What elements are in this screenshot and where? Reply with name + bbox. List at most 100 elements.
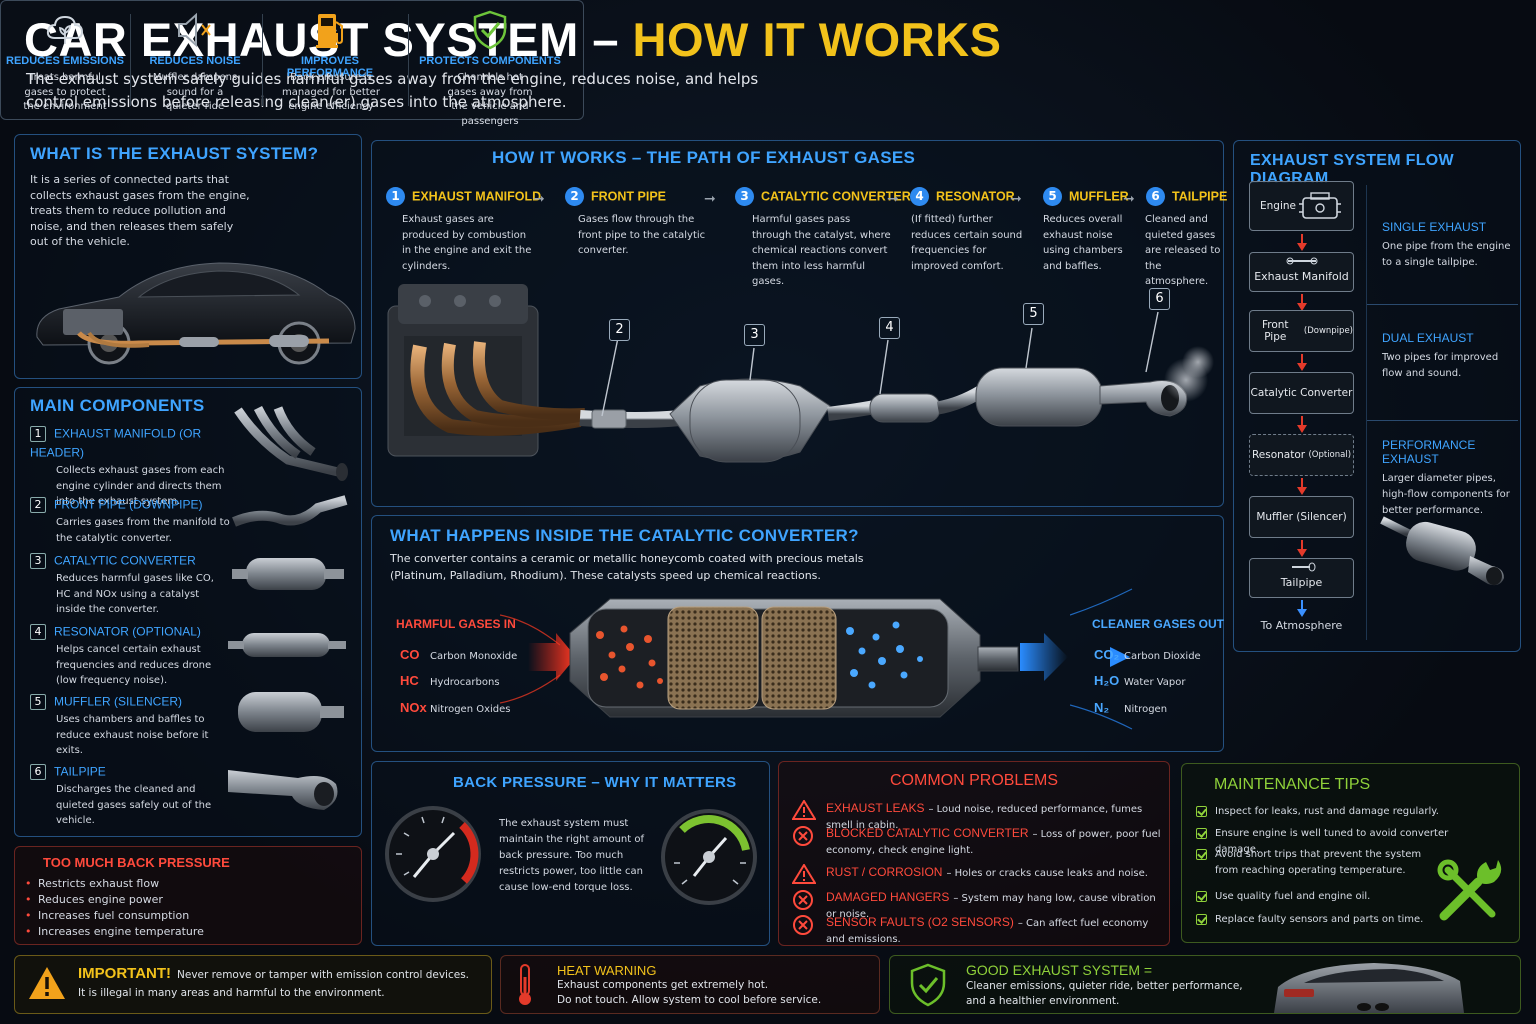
clean-flow-arrow [1020, 633, 1068, 681]
back-pressure-title: BACK PRESSURE – WHY IT MATTERS [453, 774, 737, 791]
problem-item: RUST / CORROSION– Holes or cracks cause … [792, 864, 1162, 884]
component-number: 6 [30, 763, 46, 780]
benefit-desc: Treats harmful gases to protect the envi… [23, 72, 107, 112]
flow-arrow-down-icon [1297, 600, 1307, 617]
benefit-title: PROTECTS COMPONENTS [419, 55, 561, 67]
maintenance-item: Ensure engine is well tuned to avoid con… [1196, 826, 1466, 858]
arrow-right-icon: ➞ [887, 191, 899, 207]
benefit-title: REDUCES NOISE [149, 55, 241, 67]
gas-name: Hydrocarbons [430, 677, 500, 688]
problem-item: BLOCKED CATALYTIC CONVERTER– Loss of pow… [792, 825, 1162, 859]
exhaust-path-illustration [387, 284, 1214, 463]
flow-tailpipe-label: Tailpipe [1280, 576, 1323, 589]
performance-muffler-illustration [1380, 516, 1504, 586]
flow-tailpipe: Tailpipe [1249, 558, 1354, 598]
muffler-thumbnail [238, 692, 344, 732]
good-text-1: Cleaner emissions, quieter ride, better … [966, 980, 1243, 992]
component-name: CATALYTIC CONVERTER [54, 553, 196, 568]
resonator-thumbnail [228, 633, 346, 657]
benefit-title: REDUCES EMISSIONS [6, 55, 124, 67]
component-name: RESONATOR (OPTIONAL) [54, 624, 201, 639]
maintenance-item: Inspect for leaks, rust and damage regul… [1196, 804, 1466, 820]
exhaust-type-name: DUAL EXHAUST [1382, 331, 1474, 345]
component-desc: Collects exhaust gases from each engine … [56, 465, 225, 507]
problem-name: BLOCKED CATALYTIC CONVERTER [826, 826, 1029, 840]
what-is-panel: WHAT IS THE EXHAUST SYSTEM? It is a seri… [14, 134, 362, 379]
gas-out-item: CO₂ Carbon Dioxide [1094, 647, 1201, 662]
high-pressure-gauge-icon [385, 806, 481, 902]
gas-name: Carbon Dioxide [1124, 651, 1201, 662]
component-number: 3 [30, 552, 46, 569]
warning-triangle-icon [29, 967, 65, 999]
checkbox-icon [1196, 914, 1207, 925]
component-name: EXHAUST MANIFOLD (OR HEADER) [30, 426, 202, 460]
heat-text-1: Exhaust components get extremely hot. [557, 979, 769, 991]
clean-gases-title: CLEANER GASES OUT [1092, 617, 1225, 631]
benefit-performance: IMPROVES PERFORMANCE Back pressure is ma… [265, 0, 395, 120]
maintenance-text: Avoid short trips that prevent the syste… [1215, 849, 1422, 876]
tailpipe-icon [1292, 562, 1316, 572]
flow-catalytic: Catalytic Converter [1249, 372, 1354, 414]
what-is-title: WHAT IS THE EXHAUST SYSTEM? [30, 144, 319, 163]
component-desc: Reduces harmful gases like CO, HC and NO… [56, 573, 214, 615]
page-title-accent: HOW IT WORKS [632, 13, 1002, 66]
good-exhaust-title: GOOD EXHAUST SYSTEM = [966, 962, 1153, 978]
heat-warning-panel: HEAT WARNING Exhaust components get extr… [500, 955, 880, 1014]
maintenance-text: Inspect for leaks, rust and damage regul… [1215, 806, 1439, 817]
engine-icon [1299, 192, 1341, 219]
manifold-pipes [410, 341, 586, 436]
arrow-right-icon: ➞ [1123, 191, 1135, 207]
flow-arrow-down-icon [1297, 478, 1307, 495]
arrow-right-icon: ➞ [704, 191, 716, 207]
flow-arrow-down-icon [1297, 354, 1307, 371]
tailpipe-thumbnail [228, 770, 338, 810]
benefit-desc: Back pressure is managed for better engi… [282, 72, 380, 112]
problem-name: EXHAUST LEAKS [826, 801, 925, 815]
problems-panel: COMMON PROBLEMS [778, 761, 1170, 946]
car-rear-illustration [1274, 963, 1464, 1013]
callout-4: 4 [879, 317, 900, 339]
gas-symbol: NOx [400, 700, 427, 715]
step-desc: Cleaned and quieted gases are released t… [1145, 214, 1221, 287]
flow-engine-label: Engine [1260, 200, 1296, 212]
flow-resonator-sub: (Optional) [1308, 450, 1352, 460]
maintenance-item: Replace faulty sensors and parts on time… [1196, 912, 1466, 928]
flow-manifold: Exhaust Manifold [1249, 252, 1354, 292]
gas-name: Nitrogen Oxides [430, 704, 511, 715]
too-much-item: Increases fuel consumption [25, 908, 189, 924]
catalytic-title: WHAT HAPPENS INSIDE THE CATALYTIC CONVER… [390, 526, 859, 545]
benefit-noise: REDUCES NOISE Muffler dampens sound for … [130, 0, 260, 120]
shield-check-icon [910, 963, 946, 1007]
step-number: 3 [735, 187, 754, 206]
problems-title: COMMON PROBLEMS [889, 772, 1058, 789]
harmful-flow-arrow [528, 633, 576, 681]
maintenance-panel: MAINTENANCE TIPS [1181, 763, 1520, 943]
divider [1366, 420, 1518, 421]
component-desc: Uses chambers and baffles to reduce exha… [56, 714, 209, 756]
component-number: 1 [30, 425, 46, 442]
step-desc: Reduces overall exhaust noise using cham… [1043, 214, 1123, 272]
manifold-icon [1286, 257, 1318, 265]
heat-warning-title: HEAT WARNING [557, 963, 657, 978]
exhaust-type-desc: One pipe from the engine to a single tai… [1382, 241, 1511, 268]
flow-front-pipe: Front Pipe (Downpipe) [1249, 310, 1354, 352]
benefit-emissions: REDUCES EMISSIONS Treats harmful gases t… [0, 0, 130, 120]
cloud-leaf-icon [0, 6, 130, 54]
callout-6: 6 [1149, 288, 1170, 310]
divider [262, 14, 263, 106]
clean-flow-lines [1070, 588, 1133, 730]
step-desc: Harmful gases pass through the catalyst,… [752, 214, 891, 287]
gas-symbol: CO₂ [1094, 647, 1120, 662]
catalytic-converter [669, 378, 831, 463]
